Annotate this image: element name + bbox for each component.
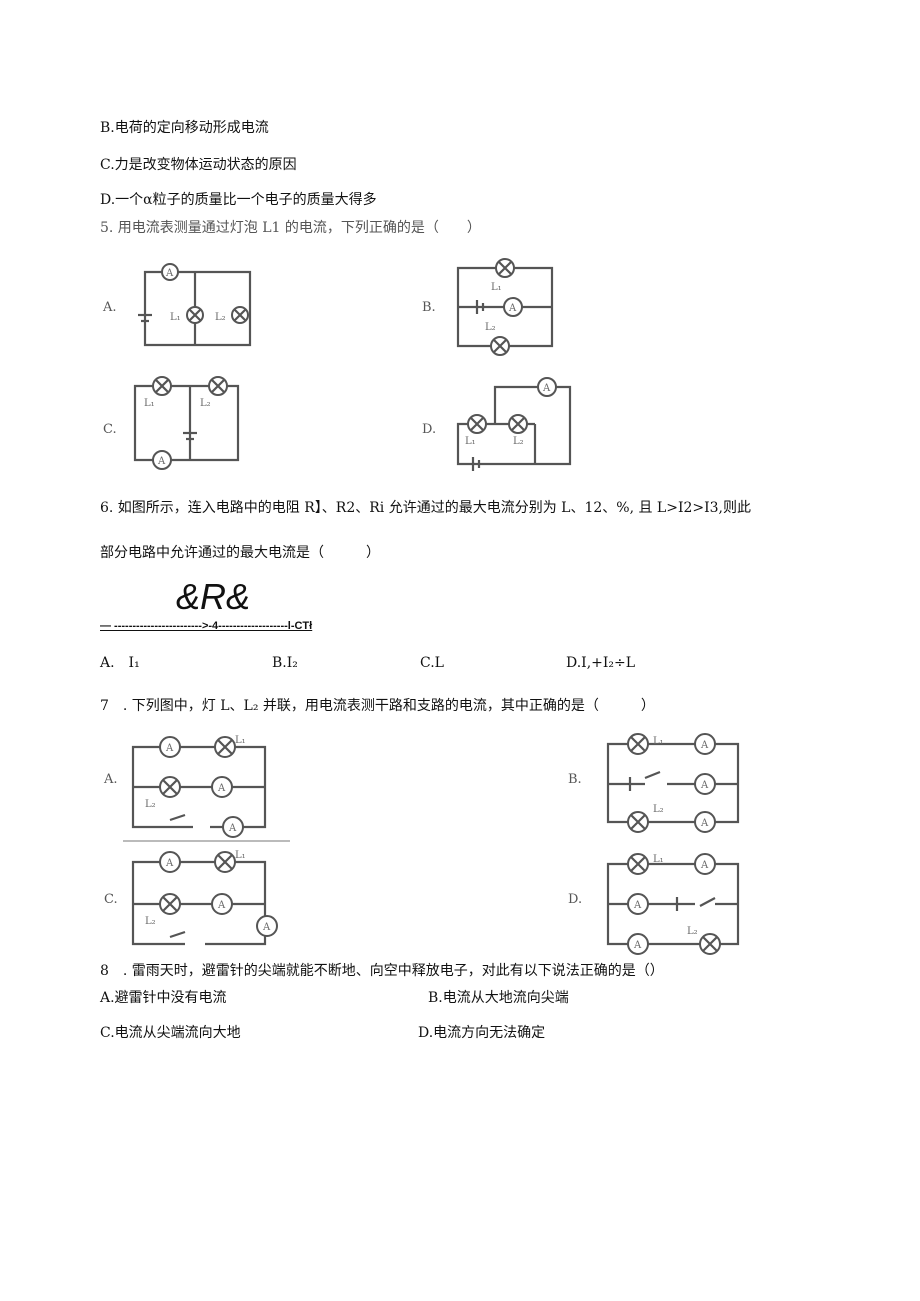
q4-option-c: C.力是改变物体运动状态的原因 bbox=[100, 157, 297, 173]
q6-option-c: C.L bbox=[420, 655, 444, 671]
q8-option-b: B.电流从大地流向尖端 bbox=[428, 990, 569, 1006]
svg-text:A: A bbox=[165, 268, 174, 279]
q6-option-b: B.I₂ bbox=[272, 655, 298, 671]
q7-label-c: C. bbox=[104, 892, 118, 907]
q7-label-b: B. bbox=[568, 772, 582, 787]
svg-text:L₂: L₂ bbox=[200, 398, 211, 409]
svg-text:L₂: L₂ bbox=[485, 322, 496, 333]
q5-circuit-d: A L₁ L₂ bbox=[456, 377, 572, 471]
svg-text:L₁: L₁ bbox=[653, 736, 664, 747]
svg-text:L₂: L₂ bbox=[687, 926, 698, 937]
svg-text:L₂: L₂ bbox=[513, 436, 524, 447]
svg-text:A: A bbox=[217, 900, 226, 911]
q7-circuit-d: A A A L₁ L₂ bbox=[606, 853, 740, 955]
q7-stem: 7 . 下列图中，灯 L、L₂ 并联，用电流表测干路和支路的电流，其中正确的是（… bbox=[100, 698, 655, 714]
q7-label-d: D. bbox=[568, 892, 583, 907]
q5-label-c: C. bbox=[103, 422, 117, 437]
svg-text:L₁: L₁ bbox=[491, 282, 502, 293]
q5-circuit-a: A L₁ L₂ bbox=[138, 263, 252, 347]
q5-stem: 5. 用电流表测量通过灯泡 L1 的电流，下列正确的是（ ） bbox=[100, 220, 481, 236]
svg-text:L₁: L₁ bbox=[170, 312, 181, 323]
svg-text:A: A bbox=[633, 900, 642, 911]
q6-option-d: D.I,+I₂÷L bbox=[566, 655, 636, 671]
svg-text:L₁: L₁ bbox=[653, 854, 664, 865]
q6-stem-line1: 6. 如图所示，连入电路中的电阻 R】、R2、Ri 允许通过的最大电流分别为 L… bbox=[100, 500, 752, 516]
q6-figure-line: — ------------------------>-4-----------… bbox=[100, 620, 313, 632]
svg-text:A: A bbox=[165, 743, 174, 754]
svg-text:A: A bbox=[262, 922, 271, 933]
q8-option-a: A.避雷针中没有电流 bbox=[100, 990, 227, 1006]
q4-option-d: D.一个α粒子的质量比一个电子的质量大得多 bbox=[100, 192, 377, 208]
svg-text:L₁: L₁ bbox=[144, 398, 155, 409]
svg-text:L₁: L₁ bbox=[235, 850, 246, 861]
svg-text:A: A bbox=[165, 858, 174, 869]
q7-circuit-a: A A A L₁ L₂ bbox=[123, 735, 290, 842]
q6-figure-label: &R& bbox=[176, 576, 251, 617]
q7-circuit-b: A A A L₁ L₂ bbox=[606, 733, 740, 833]
svg-text:L₁: L₁ bbox=[465, 436, 476, 447]
q4-option-b: B.电荷的定向移动形成电流 bbox=[100, 120, 269, 136]
q7-circuit-c: A A A L₁ L₂ bbox=[131, 850, 278, 946]
q8-option-c: C.电流从尖端流向大地 bbox=[100, 1025, 241, 1041]
svg-text:A: A bbox=[542, 383, 551, 394]
svg-text:A: A bbox=[700, 818, 709, 829]
svg-text:L₂: L₂ bbox=[145, 799, 156, 810]
svg-text:L₂: L₂ bbox=[653, 804, 664, 815]
q8-option-d: D.电流方向无法确定 bbox=[418, 1025, 546, 1041]
svg-text:A: A bbox=[700, 740, 709, 751]
q5-label-a: A. bbox=[103, 300, 117, 315]
q7-label-a: A. bbox=[104, 772, 118, 787]
svg-text:L₁: L₁ bbox=[235, 735, 246, 746]
q8-stem: 8 . 雷雨天时，避雷针的尖端就能不断地、向空中释放电子，对此有以下说法正确的是… bbox=[100, 963, 664, 979]
svg-text:A: A bbox=[508, 303, 517, 314]
q5-circuit-c: A L₁ L₂ bbox=[133, 376, 240, 470]
svg-text:A: A bbox=[700, 780, 709, 791]
svg-text:A: A bbox=[633, 940, 642, 951]
q5-label-b: B. bbox=[422, 300, 436, 315]
svg-text:A: A bbox=[157, 456, 166, 467]
q6-stem-line2: 部分电路中允许通过的最大电流是（ ） bbox=[100, 545, 380, 561]
q5-circuit-b: A L₁ L₂ bbox=[456, 258, 554, 356]
svg-text:A: A bbox=[217, 783, 226, 794]
svg-text:A: A bbox=[700, 860, 709, 871]
svg-text:A: A bbox=[228, 823, 237, 834]
svg-text:L₂: L₂ bbox=[215, 312, 226, 323]
svg-text:L₂: L₂ bbox=[145, 916, 156, 927]
q6-option-a: A. I₁ bbox=[100, 655, 140, 671]
q5-label-d: D. bbox=[422, 422, 437, 437]
